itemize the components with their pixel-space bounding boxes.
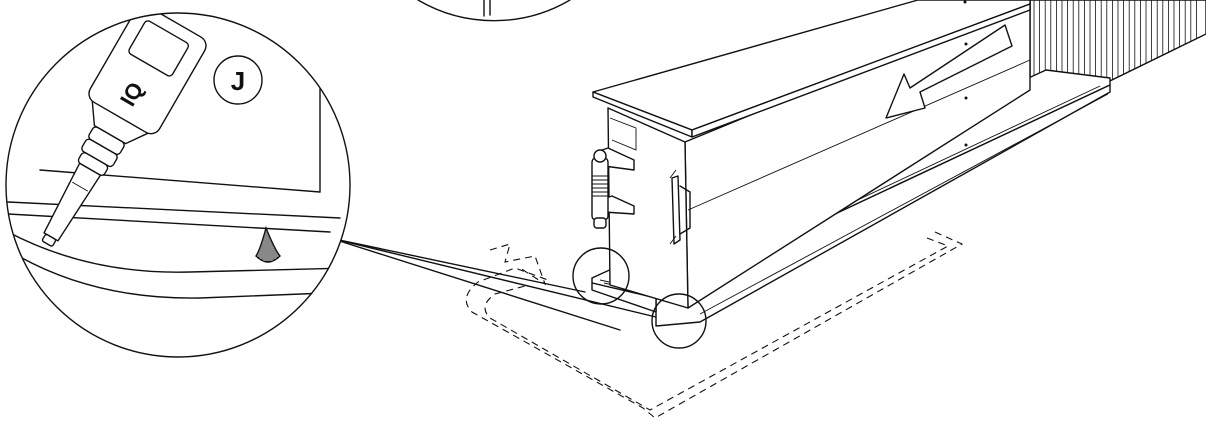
magnified-detail: IQ J [5, 12, 351, 358]
dashed-placement-outline [465, 231, 964, 419]
direction-arrow [885, 24, 1013, 119]
step-label: J [231, 66, 245, 96]
corner-highlight-side [651, 293, 707, 349]
step-label-badge [213, 55, 263, 105]
cabinet [591, 0, 1111, 327]
callout-leader-lines [329, 237, 661, 331]
corner-highlight-front [572, 247, 630, 305]
adhesive-drop-icon [255, 225, 281, 263]
adhesive-bottle: IQ [41, 13, 207, 247]
previous-detail-circle [417, 0, 571, 22]
